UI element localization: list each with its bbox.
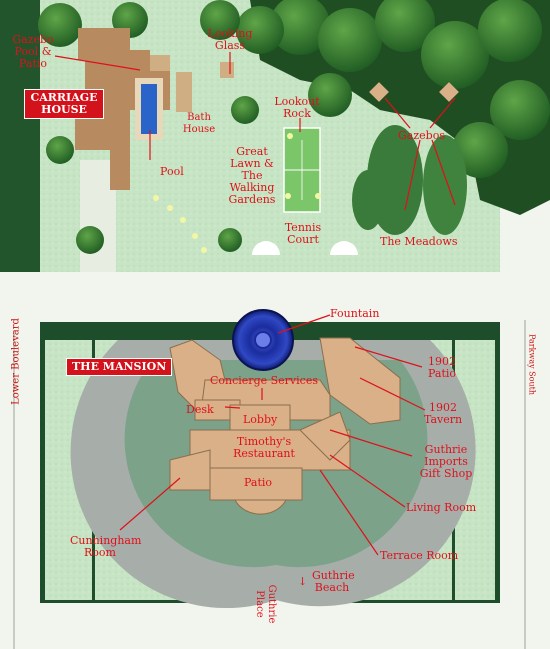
garden-arches [252,241,358,255]
1902-tavern-label: 1902 Tavern [424,401,463,426]
mansion-building [169,337,401,515]
path-lights [153,133,321,253]
looking-glass-label: Looking Glass [207,27,253,52]
concierge-services-label: Concierge Services [210,374,318,387]
lookout-rock-label: Lookout Rock [274,95,320,120]
patio-label: Patio [244,476,273,489]
parkway-south-label: Parkway South [527,334,537,395]
lobby-label: Lobby [243,413,278,426]
bath-house-label: Bath House [182,112,216,135]
gazebo-pool-patio-label: Gazebo Pool & Patio [12,33,54,70]
gazebos [369,82,459,102]
gazebos-label: Gazebos [398,129,445,142]
fountain-label: Fountain [330,307,380,320]
great-lawn-label: Great Lawn & The Walking Gardens [228,145,276,206]
desk-label: Desk [186,403,214,416]
living-room-label: Living Room [406,501,477,514]
carriage-house-badge: CARRIAGE HOUSE [24,89,104,119]
terrace-room-label: Terrace Room [380,549,459,562]
mansion-badge: THE MANSION [66,358,173,376]
carriage-house-building [75,28,234,190]
1902-patio-label: 1902 Patio [427,355,457,380]
pool-label: Pool [160,165,184,178]
tennis-court-label: Tennis Court [284,221,322,246]
guthrie-beach-label: Guthrie Beach [312,569,355,594]
leader-lines [54,52,456,556]
lower-boulevard-label: Lower Boulevard [10,318,22,405]
arrow-down-icon: ↓ [298,575,308,588]
the-meadows-label: The Meadows [380,235,458,248]
fountain [232,309,294,371]
tennis-court [283,127,321,213]
cunningham-room-label: Cunningham Room [70,534,142,559]
guthrie-imports-label: Guthrie Imports Gift Shop [419,443,473,480]
guthrie-place-label: Guthrie Place [254,584,277,624]
woods [38,0,550,254]
timothys-restaurant-label: Timothy's Restaurant [233,435,295,460]
